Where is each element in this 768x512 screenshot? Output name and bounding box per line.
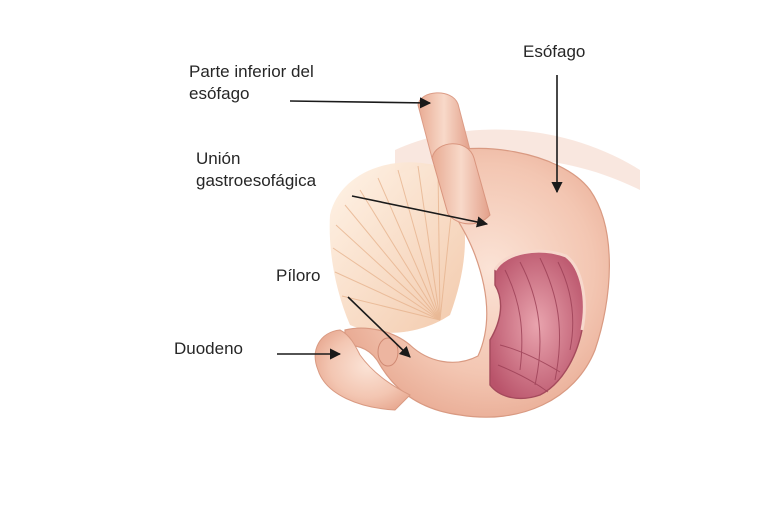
- mucosa-folds: [497, 257, 574, 393]
- label-gej-line1: Unión: [196, 149, 241, 168]
- label-lower-esophagus: Parte inferior del esófago: [189, 61, 314, 105]
- fan-striations: [332, 165, 456, 321]
- label-gastroesophageal-junction: Unión gastroesofágica: [196, 148, 316, 192]
- label-lower-esophagus-line1: Parte inferior del: [189, 62, 314, 81]
- arrow-gej: [351, 195, 489, 228]
- esophagus-tube: [431, 143, 491, 225]
- arrow-lower-esophagus: [289, 97, 432, 109]
- label-duodenum: Duodeno: [174, 339, 244, 358]
- arrow-pylorus: [347, 296, 411, 358]
- label-lower-esophagus-line2: esófago: [189, 84, 250, 103]
- label-gej-line2: gastroesofágica: [196, 171, 317, 190]
- label-pylorus: Píloro: [276, 266, 321, 285]
- label-esophagus: Esófago: [523, 42, 586, 61]
- pylorus-ring: [377, 337, 399, 367]
- mucosa-rim: [493, 249, 586, 331]
